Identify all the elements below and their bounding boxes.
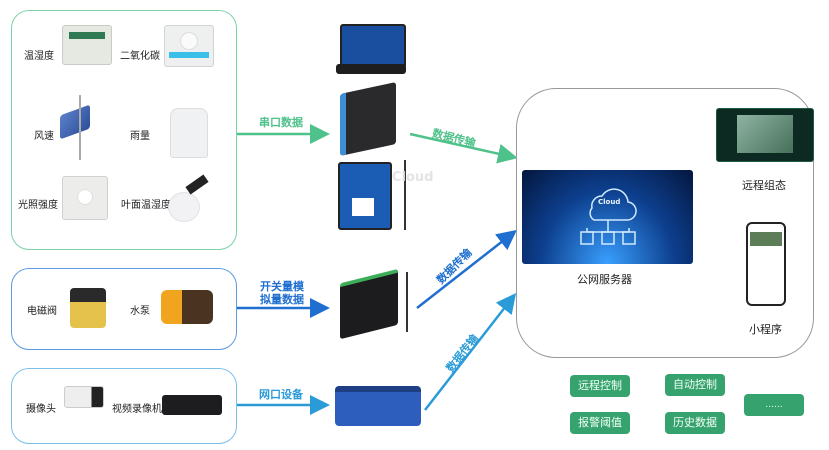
output-label-mini-program: 小程序 — [749, 323, 782, 336]
feature-more: ...... — [744, 394, 804, 416]
light-sensor-image — [62, 176, 108, 220]
video-recorder-image — [162, 395, 222, 415]
sensor-label-leaf: 叶面温湿度 — [121, 200, 171, 211]
water-pump-image — [161, 290, 213, 324]
scada-dashboard-image — [716, 108, 814, 162]
actuator-label-solenoid: 电磁阀 — [27, 306, 57, 317]
rainfall-sensor-image — [170, 108, 208, 158]
feature-auto-control: 自动控制 — [665, 374, 725, 396]
feature-remote-control: 远程控制 — [570, 375, 630, 397]
network-device-label: 网口设备 — [259, 388, 303, 401]
feature-alarm-threshold: 报警阈值 — [570, 412, 630, 434]
io-antenna — [406, 272, 408, 332]
server-label: 公网服务器 — [577, 273, 632, 286]
serial-gateway-image — [340, 82, 396, 156]
cloud-watermark: Cloud — [392, 170, 434, 185]
cellular-antenna — [404, 160, 406, 230]
feature-history-data: 历史数据 — [665, 412, 725, 434]
switch-data-label-line1: 开关量模 — [260, 280, 304, 293]
mini-program-phone-image — [746, 222, 786, 306]
actuator-label-pump: 水泵 — [130, 306, 150, 317]
transfer-arrow-3 — [424, 293, 517, 411]
output-label-remote-scada: 远程组态 — [742, 179, 786, 192]
switch-data-label-line2: 拟量数据 — [260, 293, 304, 306]
sensor-label-wind-speed: 风速 — [34, 131, 54, 142]
serial-server-base — [336, 64, 406, 74]
sensor-label-light: 光照强度 — [18, 200, 58, 211]
wind-pole — [79, 95, 81, 160]
serial-server-image — [340, 24, 406, 68]
leaf-sensor-image — [168, 192, 200, 222]
solenoid-valve-image — [70, 288, 106, 328]
video-label-camera: 摄像头 — [26, 404, 56, 415]
transfer-arrow-1 — [409, 132, 518, 164]
serial-data-label: 串口数据 — [259, 116, 303, 129]
cloud-text: Cloud — [598, 198, 621, 206]
sensor-label-rainfall: 雨量 — [130, 131, 150, 142]
transfer-arrow-2 — [416, 229, 517, 309]
temp-humidity-sensor-image — [62, 25, 112, 65]
cloud-icon — [580, 188, 637, 245]
video-label-recorder: 视频录像机 — [112, 404, 162, 415]
sensor-label-temp-humidity: 温湿度 — [24, 51, 54, 62]
sensor-label-co2: 二氧化碳 — [120, 51, 160, 62]
co2-sensor-image — [164, 25, 214, 67]
network-gateway-image — [335, 386, 421, 426]
cellular-gateway-image — [338, 162, 392, 230]
camera-image — [64, 386, 104, 408]
cloud-server-image: Cloud — [522, 170, 693, 264]
